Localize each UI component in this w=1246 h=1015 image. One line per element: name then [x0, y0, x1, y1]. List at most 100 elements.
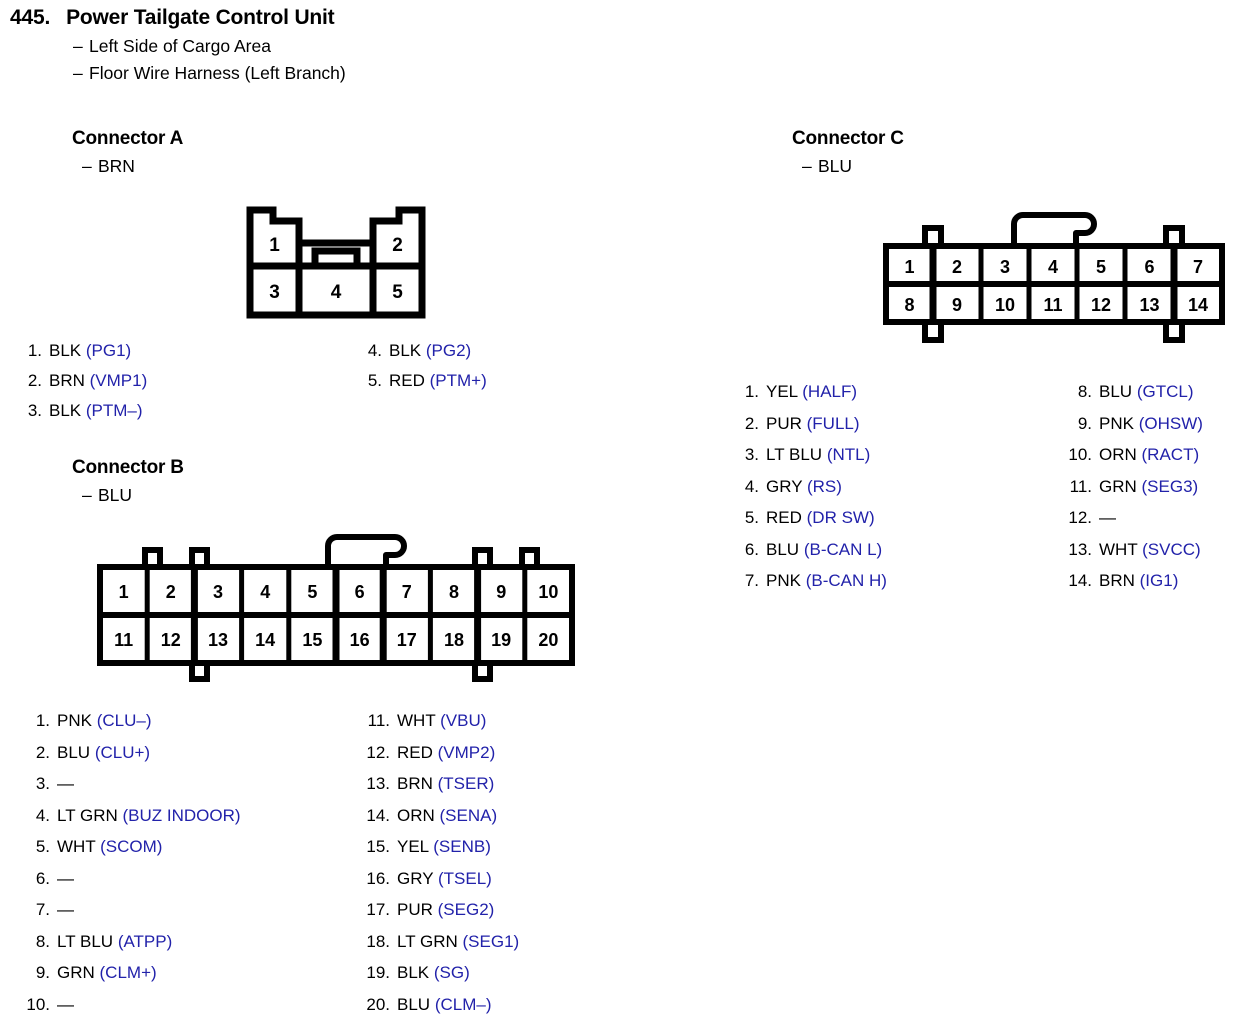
subtitle-dash: – [73, 36, 83, 56]
connector-c-pin-13: 13 [1139, 295, 1159, 315]
pin-row: 14.ORN (SENA) [360, 806, 519, 826]
empty-pin-marker: — [57, 774, 74, 793]
pin-row: 11.GRN (SEG3) [1062, 477, 1203, 497]
signal-name: (PG1) [85, 341, 132, 360]
pin-number: 1. [27, 341, 42, 360]
connector-c-pin-11: 11 [1043, 295, 1062, 315]
signal-name: (SENB) [433, 837, 491, 856]
connector-b-color: –BLU [82, 485, 184, 506]
pin-body: LT BLU (ATPP) [57, 932, 172, 952]
pin-body: — [57, 774, 74, 794]
pin-number: 2. [744, 413, 759, 433]
pin-body: BLU (CLU+) [57, 743, 150, 763]
connector-c-pin-4: 4 [1048, 257, 1058, 277]
wire-color: BLK [49, 341, 82, 360]
pin-body: BRN (TSER) [397, 774, 494, 794]
pin-body: WHT (SCOM) [57, 837, 162, 857]
pin-row: 1.YEL (HALF) [735, 382, 887, 402]
signal-name: (NTL) [826, 445, 871, 464]
signal-name: (PTM+) [429, 371, 487, 390]
connector-b-pin-15: 15 [302, 630, 322, 650]
pin-body: BLU (B-CAN L) [766, 540, 882, 560]
pin-row: 13.WHT (SVCC) [1062, 540, 1203, 560]
signal-name: (SEG3) [1141, 476, 1199, 496]
signal-name: (CLM–) [434, 994, 492, 1014]
pin-body: YEL (SENB) [397, 837, 491, 857]
connector-b-pin-11: 11 [114, 630, 133, 650]
pin-body: LT BLU (NTL) [766, 445, 870, 465]
signal-name: (B-CAN L) [803, 539, 883, 559]
wire-color: RED [766, 508, 802, 527]
pin-number: 2. [27, 371, 42, 390]
connector-a-heading: Connector A –BRN [72, 128, 183, 177]
pin-body: — [57, 900, 74, 920]
signal-name: (SG) [433, 963, 470, 982]
pin-number: 1. [744, 382, 759, 401]
signal-name: (HALF) [802, 382, 858, 401]
pin-body: BLK (PG1) [49, 341, 131, 361]
pin-row: 7.PNK (B-CAN H) [735, 571, 887, 591]
pin-row: 2. BRN (VMP1) [20, 371, 147, 391]
connector-a-diagram: 1 2 3 4 5 [246, 206, 426, 319]
pin-body: LT GRN (SEG1) [397, 932, 519, 952]
connector-c-diagram: 1 2 3 4 5 6 7 8 9 10 11 12 13 14 [883, 212, 1225, 343]
connector-c-color-text: BLU [818, 156, 853, 176]
wire-color: LT BLU [766, 445, 823, 464]
wire-color: PNK [1099, 413, 1134, 433]
empty-pin-marker: — [1099, 508, 1116, 527]
pin-row: 6.BLU (B-CAN L) [735, 540, 887, 560]
pin-row: 10.ORN (RACT) [1062, 445, 1203, 465]
signal-name: (VMP2) [437, 742, 496, 762]
signal-name: (SCOM) [100, 837, 163, 856]
wire-color: WHT [57, 837, 96, 856]
empty-pin-marker: — [57, 994, 74, 1014]
pin-body: GRY (RS) [766, 477, 842, 497]
wire-color: BLU [397, 994, 431, 1014]
page-header: 445. Power Tailgate Control Unit –Left S… [10, 6, 710, 84]
pin-number: 4. [35, 805, 50, 825]
wire-color: GRY [766, 476, 803, 496]
connector-b-pin-19: 19 [491, 630, 511, 650]
connector-b-pin-7: 7 [402, 582, 412, 602]
wire-color: PUR [766, 413, 802, 433]
connector-c-pin-5: 5 [1096, 257, 1106, 277]
pin-row: 18.LT GRN (SEG1) [360, 932, 519, 952]
pin-row: 3. BLK (PTM–) [20, 401, 147, 421]
connector-c-pin-8: 8 [904, 295, 914, 315]
connector-b-pin-18: 18 [444, 630, 464, 650]
pin-number: 7. [744, 571, 759, 590]
pin-body: BRN (IG1) [1099, 571, 1178, 591]
color-dash: – [82, 485, 92, 505]
pin-number: 2. [35, 742, 50, 762]
pin-number: 11. [1069, 476, 1092, 496]
connector-a-pinlist-right: 4. BLK (PG2) 5. RED (PTM+) [360, 341, 487, 391]
connector-b-pin-20: 20 [538, 630, 558, 650]
wire-color: BLU [57, 742, 91, 762]
connector-a-color: –BRN [82, 156, 183, 177]
pin-row: 11.WHT (VBU) [360, 711, 519, 731]
wire-color: GRY [397, 868, 434, 888]
connector-c-pin-10: 10 [995, 295, 1015, 315]
color-dash: – [802, 156, 812, 176]
connector-b-pin-1: 1 [119, 582, 129, 602]
signal-name: (DR SW) [806, 508, 875, 527]
pin-row: 4.LT GRN (BUZ INDOOR) [20, 806, 241, 826]
pin-row: 6.— [20, 869, 241, 889]
connector-b-pin-10: 10 [538, 582, 558, 602]
pin-number: 7. [35, 900, 50, 919]
pin-row: 1. BLK (PG1) [20, 341, 147, 361]
pin-row: 5.RED (DR SW) [735, 508, 887, 528]
pin-number: 5. [367, 371, 382, 390]
pin-row: 4. BLK (PG2) [360, 341, 487, 361]
signal-name: (SVCC) [1142, 539, 1201, 559]
subtitle-location-text: Left Side of Cargo Area [89, 36, 271, 56]
pin-number: 19. [366, 963, 390, 982]
signal-name: (SENA) [439, 805, 498, 825]
wire-color: LT BLU [57, 931, 114, 951]
pin-row: 5.WHT (SCOM) [20, 837, 241, 857]
pin-number: 16. [366, 868, 390, 888]
signal-name: (VMP1) [89, 371, 148, 390]
signal-name: (CLU–) [96, 711, 152, 730]
pin-body: RED (VMP2) [397, 743, 495, 763]
pin-number: 9. [1077, 413, 1092, 433]
